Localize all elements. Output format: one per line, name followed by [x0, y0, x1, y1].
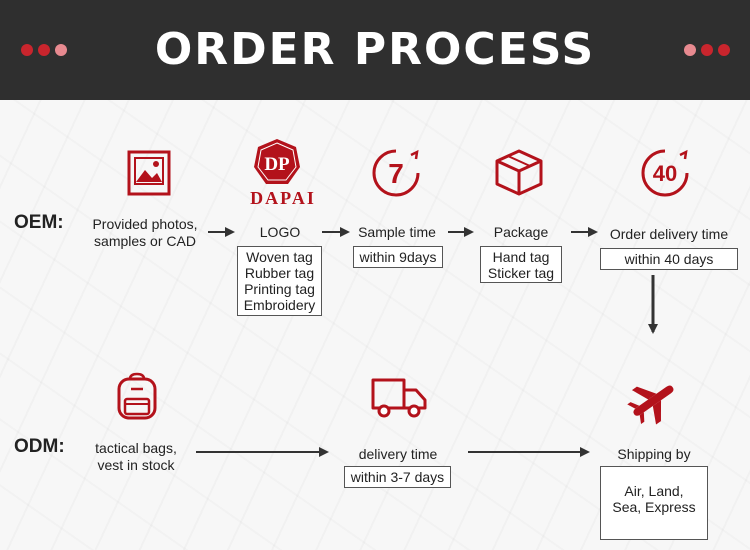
box-line: within 40 days [624, 251, 714, 267]
decorative-dots-right [684, 44, 730, 56]
step-title-sample-time: Sample time [358, 224, 436, 240]
forty-days-icon: 40 [641, 149, 689, 197]
backpack-icon [117, 372, 157, 420]
box-line: Air, Land, [624, 483, 684, 499]
oem-label: OEM: [14, 212, 64, 233]
dot-icon [701, 44, 713, 56]
package-box-icon [495, 149, 543, 196]
seven-days-icon: 7 [372, 149, 420, 197]
box-line: Rubber tag [244, 265, 315, 281]
dot-icon [684, 44, 696, 56]
box-line: Sea, Express [612, 499, 696, 515]
delivery-truck-icon [371, 378, 427, 418]
header-banner: ORDER PROCESS [0, 0, 750, 100]
box-line: Woven tag [246, 249, 313, 265]
airplane-icon [627, 385, 674, 425]
step-title-package: Package [493, 224, 549, 240]
delivery-time-box: within 3-7 days [344, 466, 451, 488]
logo-mark: DP [264, 154, 290, 175]
dapai-logo: DP [254, 139, 300, 184]
box-line: Sticker tag [487, 265, 555, 281]
icon-number: 40 [653, 161, 677, 186]
text-line: vest in stock [97, 457, 175, 473]
text-line: samples or CAD [94, 233, 196, 249]
image-icon [127, 150, 171, 196]
logo-name: DAPAI [250, 188, 316, 208]
shipping-methods-box: Air, Land, Sea, Express [600, 466, 708, 540]
step-title-shipping: Shipping by [617, 446, 691, 462]
step-title-order-delivery: Order delivery time [609, 226, 729, 242]
text-line: tactical bags, [95, 440, 177, 456]
sample-time-box: within 9days [353, 246, 443, 268]
logo-options-box: Woven tag Rubber tag Printing tag Embroi… [237, 246, 322, 316]
icon-number: 7 [388, 158, 404, 189]
text-line: Provided photos, [92, 216, 198, 232]
step-title-delivery-time: delivery time [358, 446, 438, 462]
order-delivery-box: within 40 days [600, 248, 738, 270]
box-line: Embroidery [243, 297, 316, 313]
dot-icon [718, 44, 730, 56]
dot-icon [38, 44, 50, 56]
step-title-logo: LOGO [259, 224, 301, 240]
box-line: within 3-7 days [350, 469, 445, 485]
odm-step-stock-text: tactical bags, vest in stock [82, 440, 190, 474]
box-line: Printing tag [244, 281, 315, 297]
odm-label: ODM: [14, 436, 65, 457]
page-title: ORDER PROCESS [154, 24, 596, 75]
dot-icon [21, 44, 33, 56]
oem-step-provided-text: Provided photos, samples or CAD [80, 216, 210, 250]
box-line: Hand tag [492, 249, 550, 265]
package-box: Hand tag Sticker tag [480, 246, 562, 283]
box-line: within 9days [359, 249, 437, 265]
decorative-dots-left [21, 44, 67, 56]
dot-icon [55, 44, 67, 56]
